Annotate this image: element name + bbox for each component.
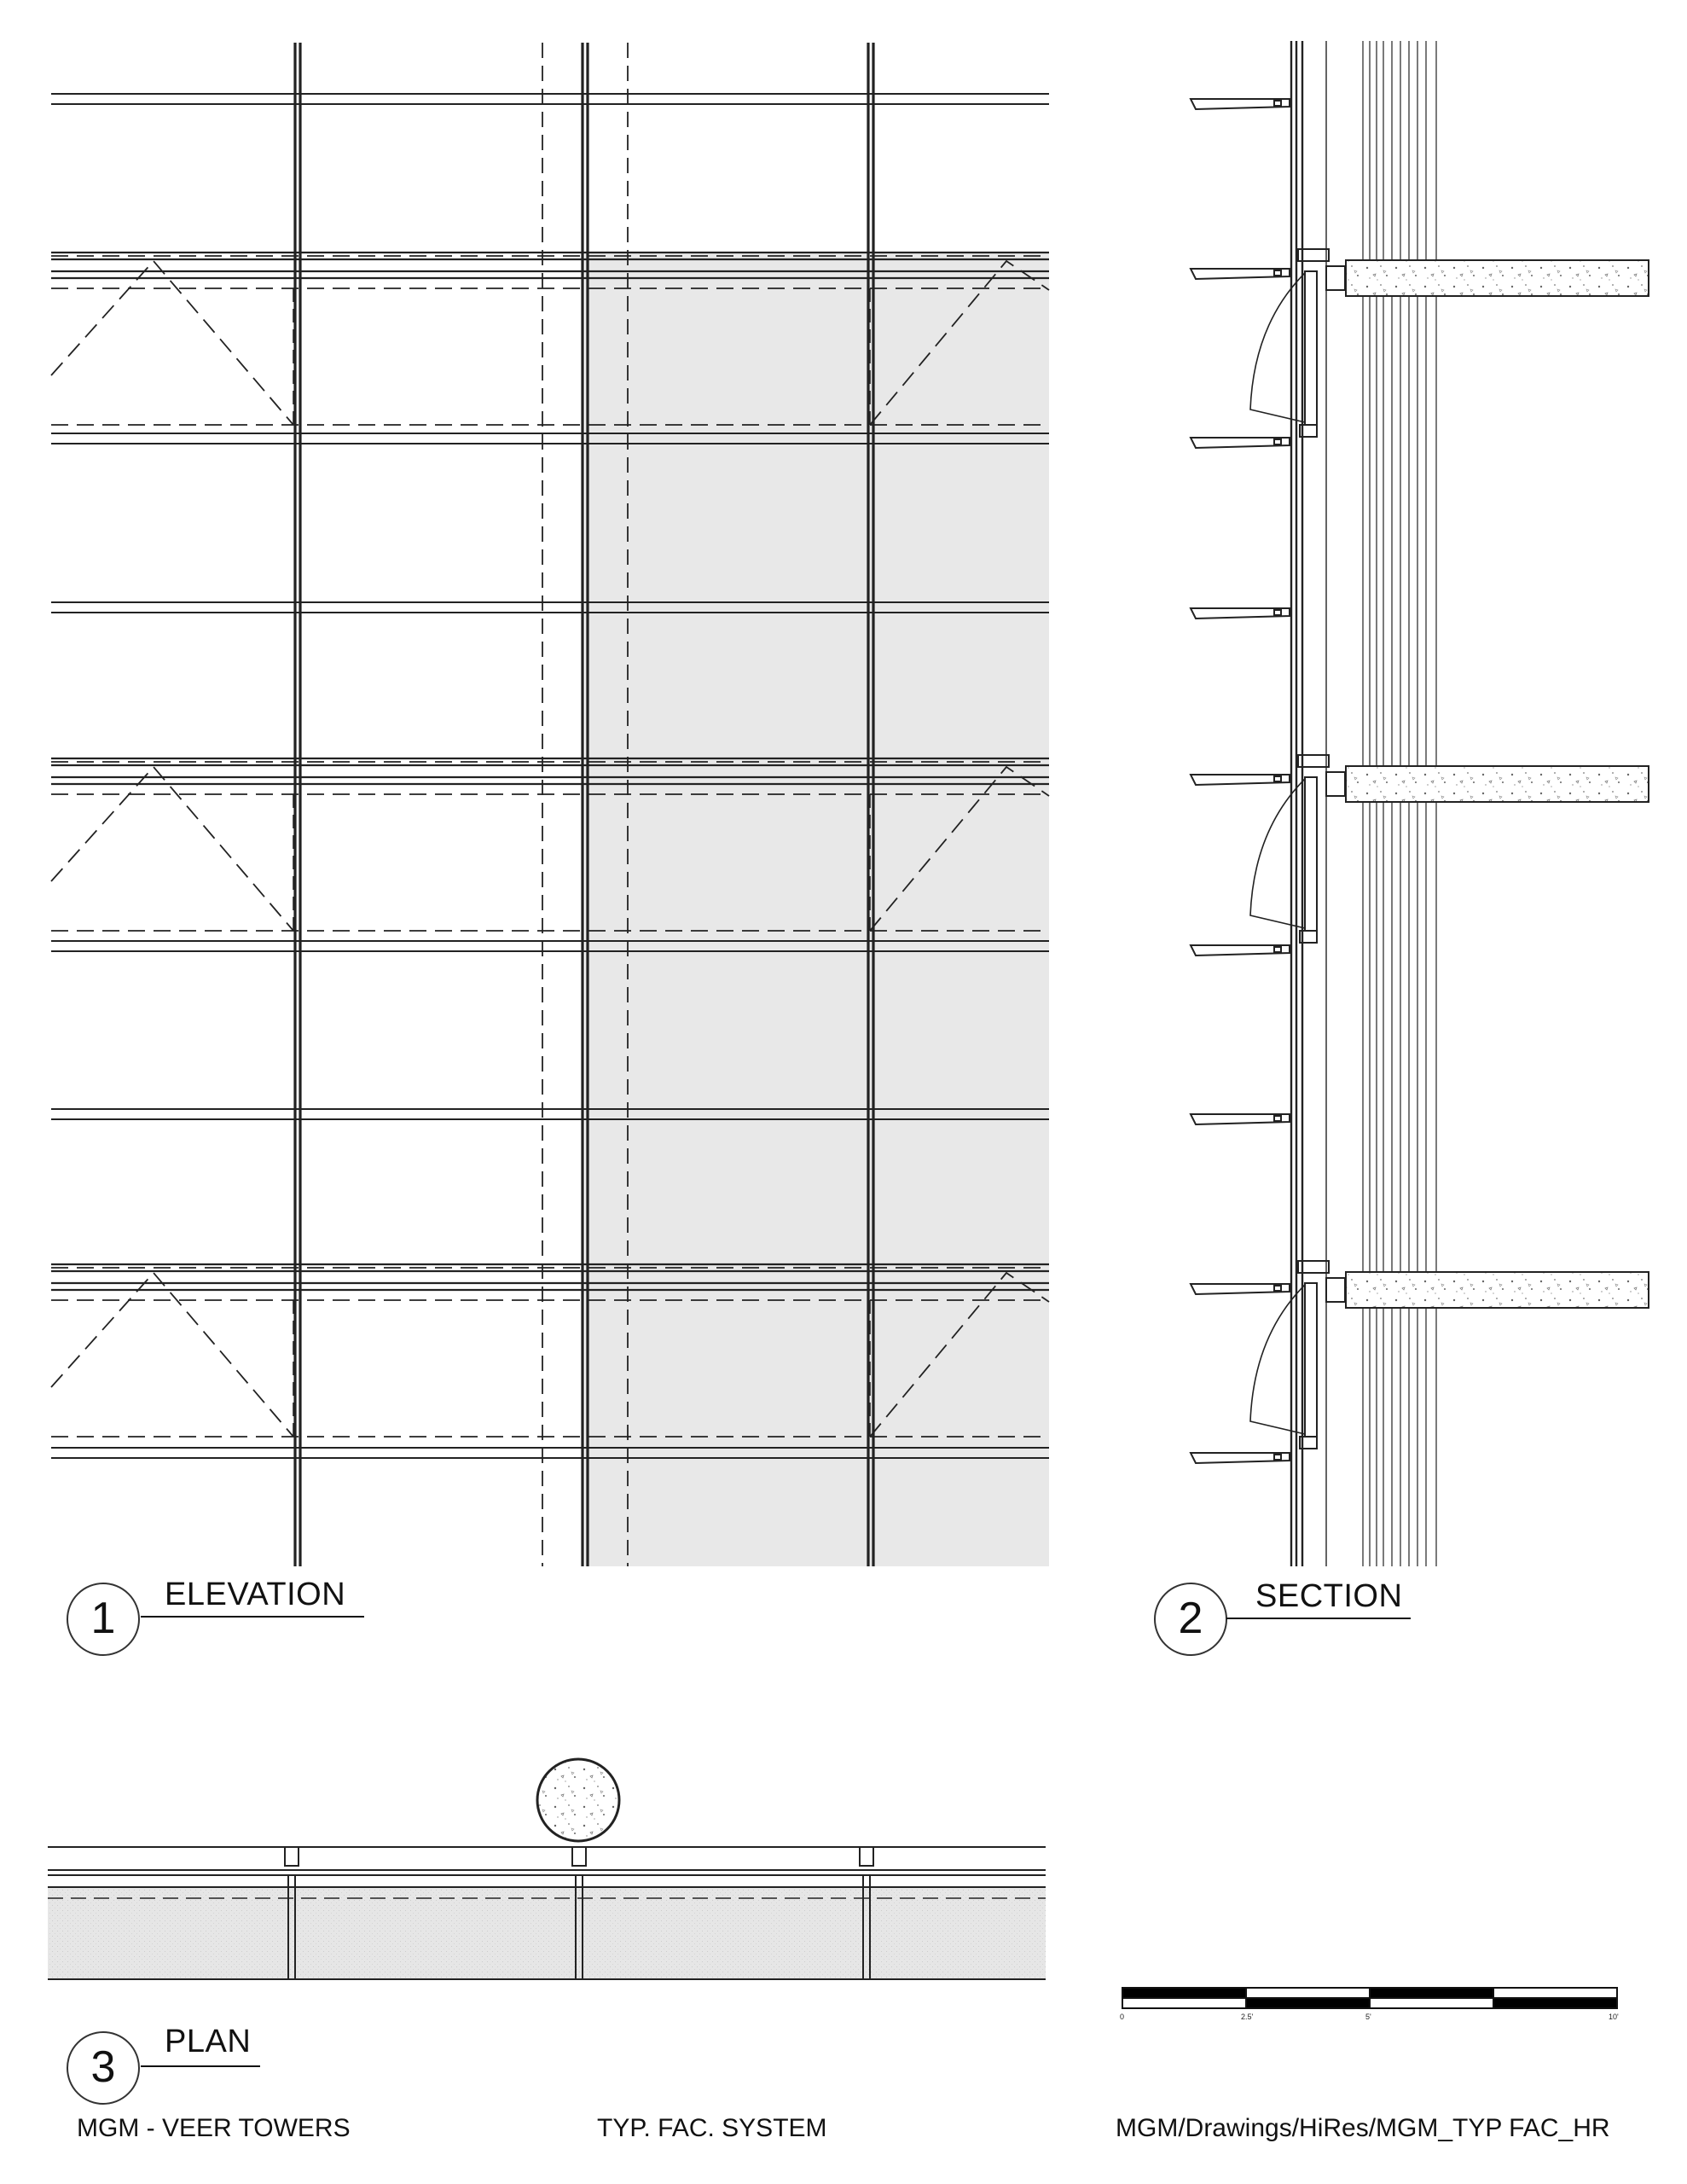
fin-clip — [1273, 1285, 1282, 1292]
plan-lines — [48, 1846, 1046, 1980]
floor-slab-2 — [1249, 754, 1649, 944]
sunshade-fin — [1189, 437, 1290, 450]
view-title-section: SECTION — [1255, 1578, 1403, 1614]
sunshade-fin — [1189, 944, 1290, 957]
sunshade-fins — [1189, 98, 1290, 1465]
fin-clip — [1273, 1454, 1282, 1461]
mullions — [293, 43, 875, 1566]
view-number-elevation: 1 — [90, 1594, 116, 1643]
column-section-round — [536, 1757, 621, 1843]
view-title-plan: PLAN — [165, 2024, 252, 2059]
title-underline-section — [1226, 1618, 1411, 1619]
view-title-elevation: ELEVATION — [165, 1577, 346, 1612]
sunshade-fin — [1189, 98, 1290, 111]
sunshade-fin — [1189, 1283, 1290, 1296]
scale-label-5: 5' — [1365, 2013, 1371, 2021]
footer-sheet-title: TYP. FAC. SYSTEM — [597, 2114, 827, 2142]
floor-band-2 — [50, 757, 1050, 932]
fin-clip — [1273, 439, 1282, 445]
fin-clip — [1273, 946, 1282, 953]
glazing-wall — [1290, 41, 1304, 1566]
fin-clip — [1273, 100, 1282, 107]
view-number-section: 2 — [1178, 1594, 1203, 1643]
view-bubble-3 — [67, 2031, 140, 2105]
elevation-drawing — [50, 43, 1050, 1566]
scale-bar — [1122, 1987, 1618, 2009]
plan-mullions — [284, 1846, 874, 1979]
shaded-panel-zone — [585, 253, 1049, 1566]
floor-slab-3 — [1249, 1260, 1649, 1449]
transom-lines — [51, 93, 1049, 1459]
section-drawing — [1189, 41, 1649, 1566]
scale-label-2-5: 2.5' — [1241, 2013, 1254, 2021]
sunshade-fin — [1189, 774, 1290, 787]
fin-clip — [1273, 270, 1282, 276]
band-vertical-dashes — [293, 288, 871, 1437]
footer-project: MGM - VEER TOWERS — [77, 2114, 351, 2142]
scale-label-0: 0 — [1120, 2013, 1125, 2021]
sunshade-fin — [1189, 268, 1290, 281]
view-bubble-1 — [67, 1583, 140, 1656]
view-bubbles — [67, 1583, 1227, 2105]
sunshade-fin — [1189, 1452, 1290, 1465]
view-number-plan: 3 — [90, 2042, 116, 2092]
title-underline-elevation — [141, 1616, 364, 1618]
plan-glazing-fill — [48, 1887, 1046, 1979]
fin-clip — [1273, 609, 1282, 616]
title-underline-plan — [141, 2065, 260, 2067]
column-outline-dashed — [542, 43, 629, 1566]
view-bubble-2 — [1154, 1583, 1227, 1656]
fin-clip — [1273, 1115, 1282, 1122]
floor-band-1 — [50, 251, 1050, 426]
fin-clip — [1273, 775, 1282, 782]
floor-band-3 — [50, 1263, 1050, 1438]
sunshade-fin — [1189, 1113, 1290, 1126]
sunshade-fin — [1189, 607, 1290, 620]
scale-label-10: 10' — [1609, 2013, 1619, 2021]
plan-drawing — [48, 1757, 1046, 1980]
footer-file-path: MGM/Drawings/HiRes/MGM_TYP FAC_HR — [1116, 2114, 1610, 2142]
floor-slab-1 — [1249, 248, 1649, 438]
